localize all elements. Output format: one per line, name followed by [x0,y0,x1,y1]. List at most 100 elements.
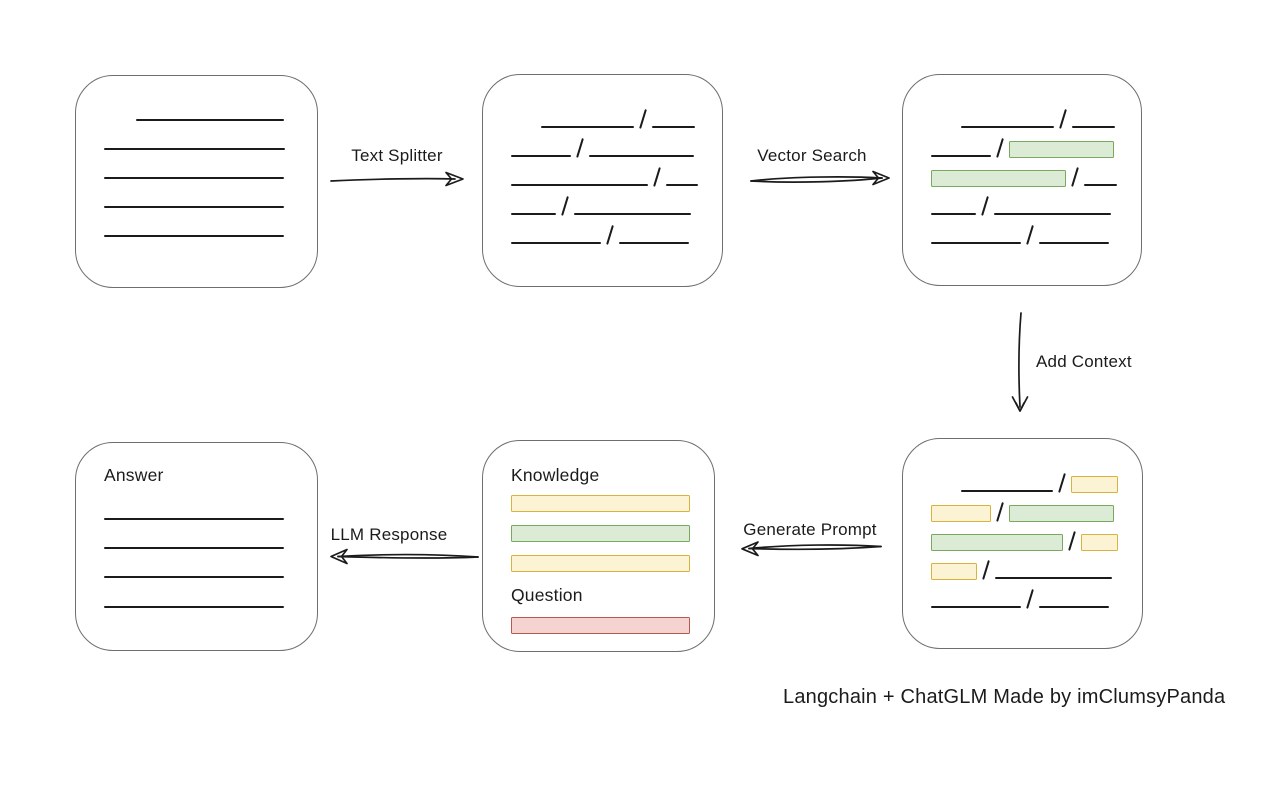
caption: Langchain + ChatGLM Made by imClumsyPand… [783,686,1226,708]
slash-separator [639,109,648,129]
text-line [931,155,991,157]
green-highlight-bar [1009,141,1115,158]
arrow-head-right-icon [445,171,464,187]
box-row [541,100,698,129]
answer-box: Answer [75,442,318,651]
box-row [931,216,1117,245]
matched-chunks-box [902,74,1142,286]
slash-separator [981,196,990,216]
text-line [136,119,284,121]
green-highlight-bar [931,534,1064,551]
box-row [931,551,1118,580]
arrow-head-down-icon [1015,402,1025,412]
green-highlight-bar [511,525,690,542]
generate-prompt-label: Generate Prompt [743,520,877,539]
slash-separator [1071,167,1080,187]
text-line [652,126,696,128]
arrow-shaft [1018,312,1022,408]
box-row: Knowledge [511,459,690,485]
box-row [931,580,1118,609]
text-line [994,213,1112,215]
arrow-shaft [337,555,479,559]
slash-separator [1059,109,1068,129]
text-splitter-label: Text Splitter [351,146,443,165]
box-row [511,129,698,158]
llm-response-arrow [330,548,479,565]
slash-separator [606,225,615,245]
box-row [511,542,690,572]
slash-separator [561,196,570,216]
text-line [104,606,284,608]
text-line [1039,606,1110,608]
box-row [961,464,1118,493]
text-line [931,606,1021,608]
box-row: Question [511,572,690,605]
slash-separator [576,138,585,158]
box-heading: Question [511,584,583,605]
text-line [574,213,692,215]
text-line [104,576,284,578]
add-context-arrow [1011,312,1029,412]
arrow-shaft [330,177,456,182]
box-row [931,158,1117,187]
box-row [104,151,293,180]
box-row [104,521,293,550]
box-heading: Knowledge [511,464,600,485]
red-highlight-bar [511,617,690,634]
yellow-highlight-bar [931,505,991,522]
slash-separator [1026,589,1035,609]
box-row [931,493,1118,522]
text-line [511,213,556,215]
slash-separator [1068,531,1077,551]
text-line [511,242,601,244]
arrow-shaft [750,177,883,183]
arrow-shaft [337,553,479,558]
yellow-highlight-bar [1081,534,1118,551]
yellow-highlight-bar [511,555,690,572]
slash-separator [652,167,661,187]
text-splitter-arrow [330,171,464,187]
yellow-highlight-bar [931,563,977,580]
green-highlight-bar [931,170,1067,187]
source-document-box [75,75,318,288]
box-row [136,93,293,122]
slash-separator [1026,225,1035,245]
llm-response-label: LLM Response [330,525,448,544]
vector-search-arrow [750,170,890,186]
box-row [511,485,690,512]
text-line [995,577,1113,579]
box-row [931,129,1117,158]
box-row [511,158,698,187]
text-line [1084,184,1117,186]
yellow-highlight-bar [1071,476,1118,493]
text-line [511,155,571,157]
text-line [104,518,284,520]
text-line [931,242,1021,244]
slash-separator [996,138,1005,158]
vector-search-label: Vector Search [757,146,867,165]
box-row [511,216,698,245]
box-row [104,579,293,609]
text-line [104,547,284,549]
arrow-head-left-icon [330,548,348,565]
box-row [931,522,1118,551]
context-chunks-box [902,438,1143,649]
text-line [665,184,698,186]
green-highlight-bar [1009,505,1115,522]
yellow-highlight-bar [511,495,690,512]
text-line [104,177,284,179]
text-line [961,126,1054,128]
arrow-shaft [750,176,883,182]
text-line [619,242,690,244]
box-row [104,550,293,579]
text-line [1072,126,1116,128]
split-chunks-box [482,74,723,287]
box-row [931,187,1117,216]
slash-separator [996,502,1005,522]
add-context-label: Add Context [1036,352,1132,371]
slash-separator [982,560,991,580]
box-row [104,209,293,238]
text-line [104,148,285,150]
